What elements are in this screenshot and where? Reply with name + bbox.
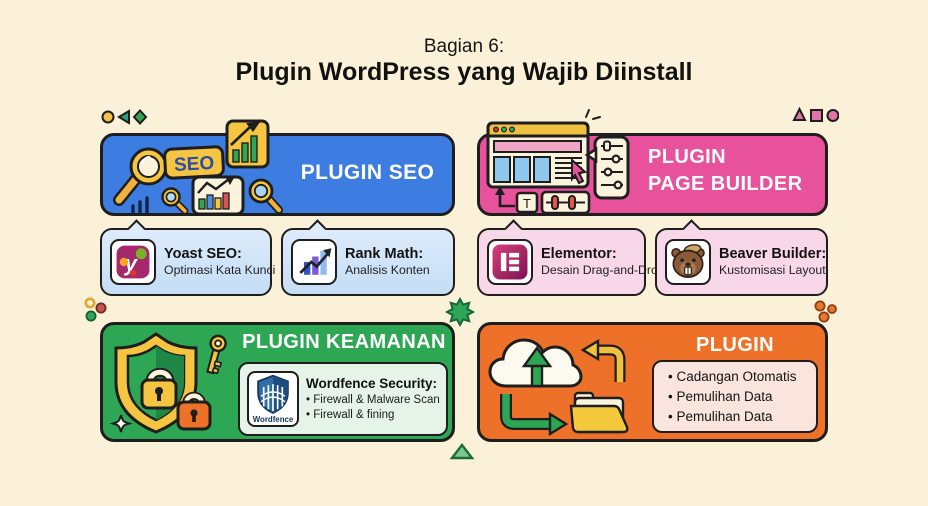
beaver-builder-logo — [665, 239, 711, 285]
yoast-seo-card: y Yoast SEO: Optimasi Kata Kunci — [100, 218, 276, 296]
beaver-builder-card: Beaver Builder: Kustomisasi Layout — [655, 218, 828, 296]
wordfence-feature-list: Firewall & Malware Scan Firewall & finin… — [306, 393, 440, 423]
key-icon — [206, 334, 227, 375]
bullet-item: Cadangan Otomatis — [668, 367, 816, 387]
decoration-right-dots — [814, 300, 837, 323]
plugin-name: Elementor: — [541, 246, 617, 263]
bullet-item: Pemulihan Data — [668, 387, 816, 407]
seo-section-box — [100, 133, 455, 216]
page-title: Plugin WordPress yang Wajib Diinstall — [235, 58, 693, 86]
section-kicker: Bagian 6: — [423, 36, 505, 57]
bullet-item: Pemulihan Data — [668, 407, 816, 427]
decoration-top-left — [101, 109, 148, 125]
yoast-seo-logo: y — [110, 239, 156, 285]
seo-badge-text: SEO — [174, 153, 215, 176]
wordfence-logo-text: Wordfence — [253, 415, 294, 424]
builder-title-line2: PAGE BUILDER — [648, 173, 803, 195]
rank-math-logo — [291, 239, 337, 285]
card-notch — [682, 218, 701, 238]
upload-arrow-icon — [521, 345, 553, 388]
security-section-title: PLUGIN KEAMANAN — [242, 331, 446, 353]
padlock-icon — [140, 367, 178, 410]
seo-illustration-icon: SEO — [113, 119, 283, 216]
builder-title-line1: PLUGIN — [648, 146, 726, 168]
folder-icon — [569, 391, 629, 434]
bullet-item: Firewall & Malware Scan — [306, 393, 440, 408]
decoration-center-star — [445, 297, 475, 327]
plugin-desc: Desain Drag-and-Drop — [541, 263, 665, 278]
elementor-logo — [487, 239, 533, 285]
plugin-desc: Optimasi Kata Kunci — [164, 263, 276, 278]
text-tool-label: T — [523, 196, 531, 211]
restore-arrow-icon — [500, 394, 569, 437]
builder-illustration-icon: T — [486, 109, 630, 214]
card-notch — [308, 218, 327, 238]
padlock-icon — [176, 391, 212, 431]
decoration-left-dots — [84, 297, 107, 322]
return-arrow-icon — [580, 338, 626, 382]
plugin-name: Yoast SEO: — [164, 246, 242, 263]
cursor-icon — [571, 157, 588, 185]
card-notch — [504, 218, 523, 238]
backup-card: Cadangan Otomatis Pemulihan Data Pemulih… — [652, 360, 818, 433]
backup-feature-list: Cadangan Otomatis Pemulihan Data Pemulih… — [668, 367, 816, 427]
wordfence-logo: Wordfence — [247, 371, 299, 427]
plugin-desc: Kustomisasi Layout — [719, 263, 826, 278]
plugin-name: Rank Math: — [345, 246, 424, 263]
builder-section-title: PLUGIN PAGE BUILDER — [648, 144, 802, 198]
decoration-bottom-triangle — [449, 443, 475, 460]
bullet-item: Firewall & fining — [306, 408, 440, 423]
rank-math-card: Rank Math: Analisis Konten — [281, 218, 455, 296]
backup-illustration-icon — [488, 338, 629, 437]
yoast-letter: y — [124, 251, 139, 276]
sparkle-icon — [109, 414, 133, 433]
plugin-desc: Analisis Konten — [345, 263, 430, 278]
security-illustration-icon — [109, 332, 227, 434]
plugin-name: Beaver Builder: — [719, 246, 827, 263]
wordfence-card: Wordfence Wordfence Security: Firewall &… — [238, 362, 448, 436]
plugin-name: Wordfence Security: — [306, 375, 438, 391]
decoration-top-right — [792, 106, 839, 122]
elementor-card: Elementor: Desain Drag-and-Drop — [477, 218, 665, 296]
card-notch — [127, 218, 146, 238]
seo-section-title: PLUGIN SEO — [300, 161, 435, 184]
